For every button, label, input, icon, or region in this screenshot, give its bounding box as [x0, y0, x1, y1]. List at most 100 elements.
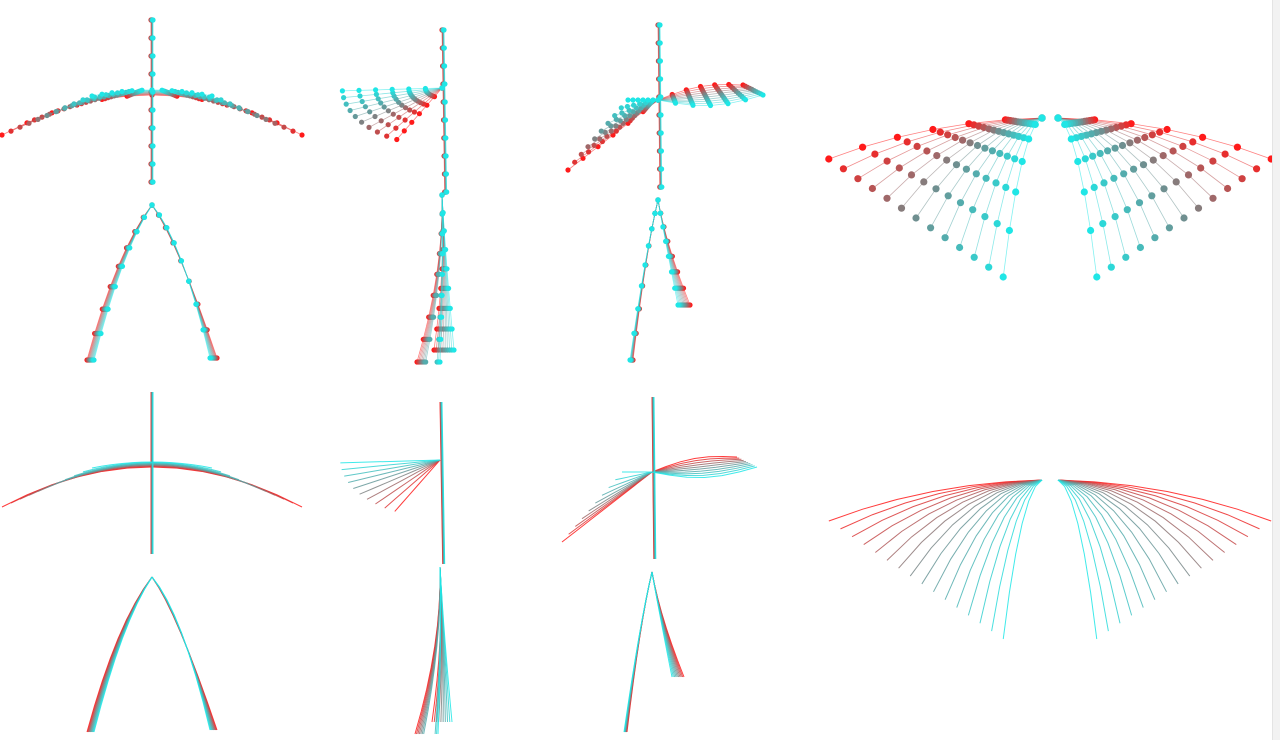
joint-trajectory-line	[92, 576, 153, 733]
joint-dot	[645, 243, 652, 249]
joint-dot	[658, 130, 664, 136]
joint-dot	[53, 109, 59, 115]
joint-dot	[932, 185, 940, 193]
joint-dot	[941, 234, 949, 242]
joint-dot	[402, 105, 409, 111]
joint-dot	[999, 273, 1007, 281]
joint-dot	[635, 306, 641, 312]
joint-dot	[1136, 243, 1144, 252]
joint-trajectory-line	[1057, 479, 1109, 632]
joint-trajectory-line	[651, 571, 685, 678]
joint-dot	[572, 159, 578, 165]
joint-dot	[384, 133, 390, 139]
joint-dot	[923, 147, 931, 155]
joint-trajectory-line	[92, 576, 153, 733]
joint-dot	[996, 149, 1004, 158]
joint-dot	[112, 284, 118, 290]
joint-dot	[385, 108, 391, 114]
joint-dot	[929, 125, 937, 134]
joint-trajectory-line	[623, 571, 653, 733]
joint-dot	[341, 95, 347, 101]
joint-trajectory-line	[1057, 479, 1237, 546]
joint-trajectory-line	[909, 479, 1043, 577]
joint-dot	[981, 144, 989, 152]
joint-dot	[859, 143, 867, 151]
joint-dot	[1081, 155, 1089, 163]
joint-dot	[613, 123, 619, 129]
joint-dot	[385, 122, 391, 128]
joint-dot	[602, 129, 608, 135]
joint-trajectory-line	[82, 462, 153, 473]
joint-dot	[105, 306, 111, 312]
joint-trajectory-line	[439, 566, 453, 723]
joint-dot	[427, 336, 433, 342]
joint-dot	[1122, 253, 1130, 261]
joint-dot	[742, 97, 749, 103]
joint-dot	[389, 86, 395, 92]
joint-dot	[638, 283, 645, 289]
joint-trajectory-line	[653, 396, 657, 560]
limb-frame-joints	[149, 202, 214, 361]
joint-dot	[565, 167, 571, 173]
joint-dot	[952, 161, 961, 169]
joint-dot	[592, 136, 598, 142]
joint-dot	[343, 101, 349, 107]
joint-dot	[624, 103, 631, 110]
joint-dot	[883, 157, 891, 165]
joint-dot	[159, 87, 165, 93]
joint-trajectory-line	[151, 576, 211, 731]
joint-dot	[1089, 152, 1097, 160]
joint-trajectory-line	[898, 479, 1043, 569]
joint-trajectory-line	[651, 462, 749, 473]
joint-dot	[658, 112, 664, 118]
joint-trajectory-line	[384, 459, 441, 509]
joint-dot	[973, 141, 982, 150]
joint-dot	[1074, 157, 1082, 166]
joint-dot	[394, 136, 400, 143]
joint-trajectory-line	[1057, 479, 1156, 600]
joint-dot	[631, 102, 637, 108]
limb-frame-joints	[90, 202, 155, 363]
joint-dot	[150, 35, 156, 41]
joint-dot	[1111, 213, 1119, 221]
joint-dot	[591, 142, 597, 148]
joint-dot	[193, 301, 199, 307]
joint-dot	[150, 143, 156, 149]
joint-trajectory-line	[366, 459, 441, 500]
joint-dot	[1148, 131, 1156, 139]
joint-dot	[357, 93, 363, 99]
joint-dot	[658, 76, 664, 82]
joint-dot	[690, 102, 696, 108]
joint-dot	[618, 105, 624, 111]
joint-trajectory-line	[1057, 479, 1121, 624]
joint-dot	[1149, 156, 1157, 164]
joint-dot	[649, 226, 655, 232]
joint-dot	[665, 253, 672, 259]
joint-dot	[1087, 226, 1095, 235]
joint-dot	[1107, 263, 1115, 271]
joint-dot	[127, 245, 133, 251]
joint-trajectory-line	[651, 457, 740, 473]
joint-trajectory-line	[1057, 479, 1144, 608]
joint-trajectory-line	[151, 576, 212, 731]
joint-dot	[199, 91, 205, 97]
joint-dot	[401, 128, 407, 134]
joint-dot	[362, 104, 368, 110]
joint-dot	[982, 174, 990, 182]
joint-dot	[439, 292, 445, 298]
joint-dot	[1141, 133, 1149, 142]
joint-trajectory-line	[1057, 479, 1214, 561]
joint-dot	[89, 93, 95, 99]
joint-dot	[652, 210, 658, 216]
joint-trajectory-line	[441, 401, 446, 565]
joint-dot	[578, 151, 584, 157]
joint-dot	[150, 161, 156, 167]
joint-dot	[179, 88, 185, 95]
joint-dot	[966, 139, 974, 147]
window-edge	[1272, 0, 1280, 740]
joint-trajectory-line	[1002, 479, 1043, 640]
joint-dot	[944, 131, 952, 139]
joint-dot	[183, 90, 190, 96]
limb-frame-joints	[868, 114, 1046, 193]
joint-dot	[441, 228, 447, 234]
